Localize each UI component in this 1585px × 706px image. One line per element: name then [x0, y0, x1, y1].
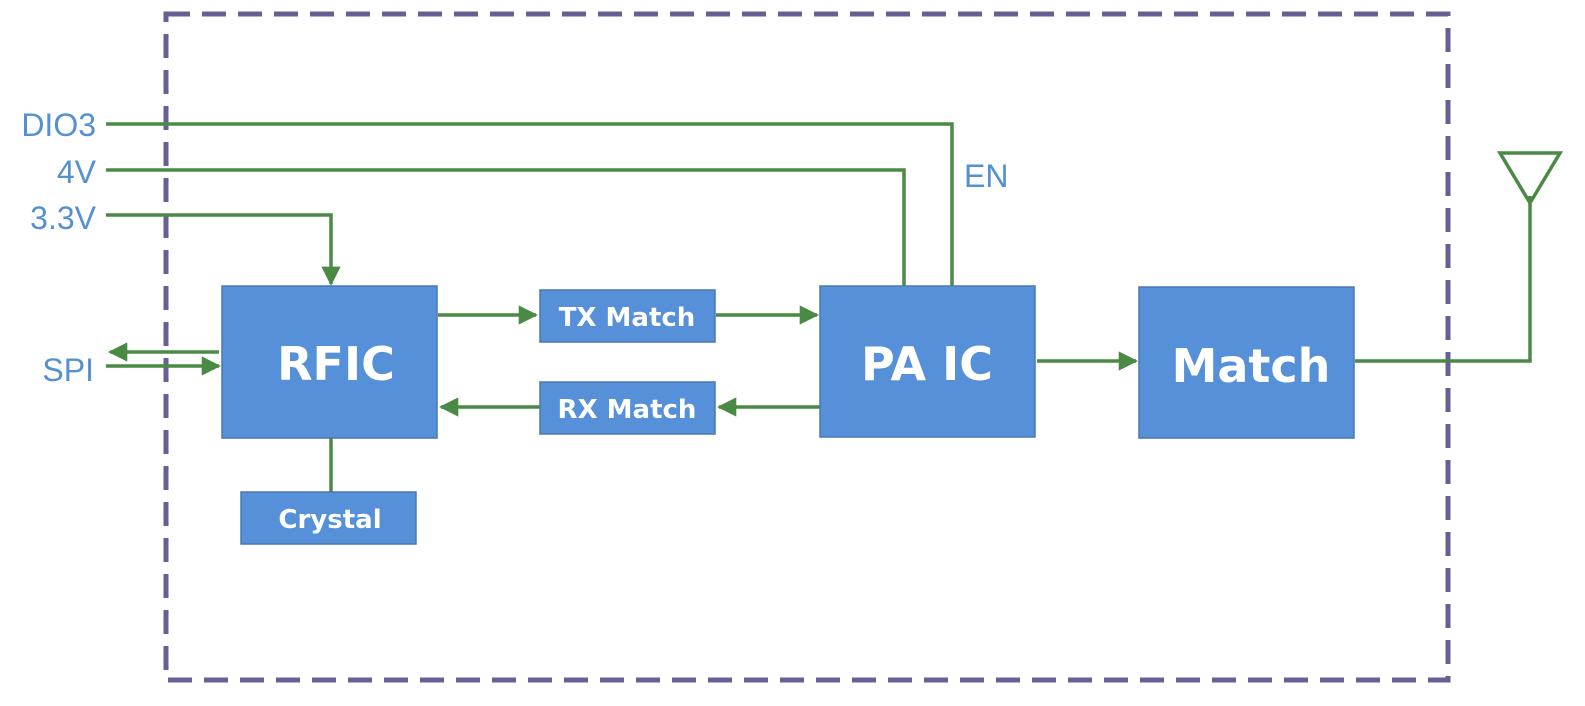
tx-match-label: TX Match	[559, 303, 696, 333]
match-to-antenna-wire	[1355, 196, 1532, 363]
4v-wire	[106, 168, 906, 286]
match-label: Match	[1172, 339, 1331, 393]
pa-ic-block	[819, 285, 1036, 438]
rfic-block	[221, 285, 438, 439]
wires	[106, 122, 1532, 492]
rfic-label: RFIC	[277, 337, 395, 391]
dio3-signal-label: DIO3	[21, 107, 96, 143]
spi-signal-label: SPI	[42, 352, 94, 388]
tx-match-block	[539, 289, 716, 343]
3v3-signal-label: 3.3V	[30, 200, 96, 236]
blocks	[221, 285, 1355, 545]
antenna-icon	[1496, 151, 1564, 207]
dio3-wire	[106, 122, 954, 286]
en-signal-label: EN	[964, 158, 1008, 194]
4v-signal-label: 4V	[57, 154, 97, 190]
crystal-block	[240, 491, 417, 545]
crystal-label: Crystal	[278, 505, 381, 535]
pa-ic-label: PA IC	[861, 337, 993, 391]
rx-match-block	[539, 381, 716, 435]
rx-match-label: RX Match	[558, 395, 697, 425]
3v3-wire	[106, 213, 341, 286]
match-block	[1138, 286, 1355, 439]
